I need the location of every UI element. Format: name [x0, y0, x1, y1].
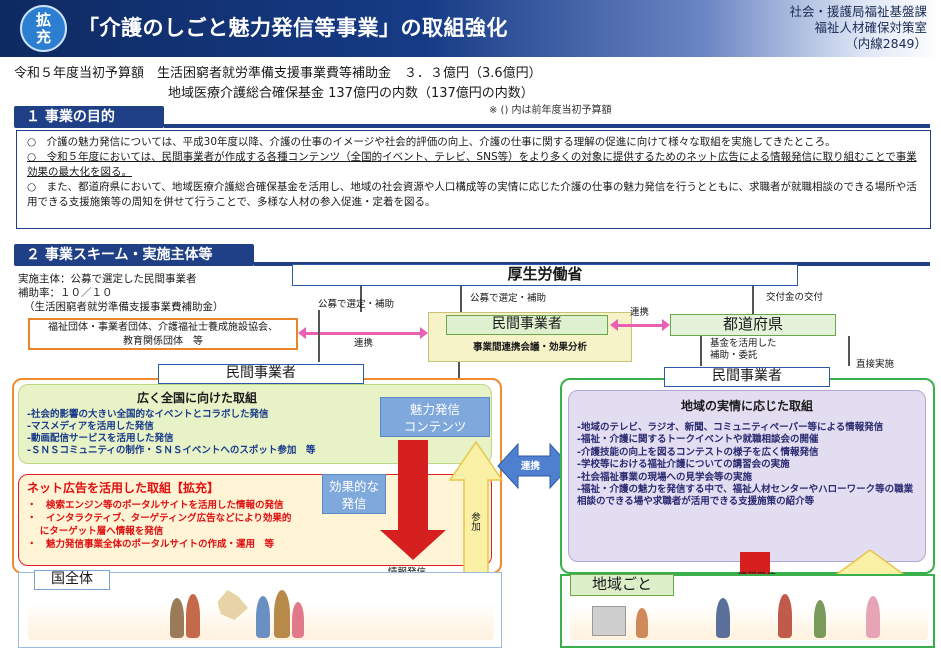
private-operator-left: 民間事業者: [158, 364, 364, 384]
header-banner: [0, 0, 941, 57]
prefecture-subsidy-label: 基金を活用した 補助・委託: [710, 338, 777, 361]
net-item: ・ インタラクティブ、ターゲティング広告などにより効果的: [27, 513, 292, 524]
arrow-head-right: [662, 319, 670, 331]
section-1-heading: １ 事業の目的: [14, 106, 164, 128]
nationwide-item: -動画配信サービスを活用した発信: [27, 433, 174, 444]
net-item: にターゲット層へ情報を発信: [27, 526, 164, 537]
attractive-content-label: 魅力発信 コンテンツ: [380, 397, 490, 437]
net-item: ・ 検索エンジン等のポータルサイトを活用した情報の発信: [27, 500, 284, 511]
department-info: 社会・援護局福祉基盤課 福祉人材確保対策室 （内線2849）: [789, 4, 927, 51]
label-collaboration-2: 連携: [630, 307, 650, 318]
organizations-box: 福祉団体・事業者団体、介護福祉士養成施設協会、 教育関係団体 等: [28, 318, 298, 350]
nationwide-item: -ＳＮＳコミュニティの制作・ＳＮＳイベントへのスポット参加 等: [27, 445, 316, 456]
connector-line: [752, 286, 754, 314]
nationwide-label: 国全体: [34, 570, 110, 590]
nationwide-item: -マスメディアを活用した発信: [27, 421, 154, 432]
info-dissemination-arrow-left: [380, 440, 446, 560]
budget-line-2: 地域医療介護総合確保基金 137億円の内数（137億円の内数）: [168, 86, 534, 101]
nationwide-title: 広く全国に向けた取組: [137, 391, 258, 405]
connector-line: [318, 310, 320, 362]
direct-implementation-label: 直接実施: [856, 359, 895, 370]
connector-line: [460, 286, 462, 312]
prefecture-box: 都道府県: [670, 314, 836, 336]
net-item: ・ 魅力発信事業全体のポータルサイトの作成・運用 等: [27, 539, 275, 550]
collaboration-arrow-2: [614, 324, 664, 327]
building-icon: [592, 606, 626, 636]
arrow-head-left: [610, 319, 618, 331]
private-operator-right: 民間事業者: [664, 367, 830, 387]
arrow-head-left: [298, 327, 306, 339]
person-icon: [636, 608, 648, 638]
nationwide-item: -社会的影響の大きい全国的なイベントとコラボした発信: [27, 409, 269, 420]
connector-line: [848, 336, 850, 366]
regional-item: -地域のテレビ、ラジオ、新聞、コミュニティペーパー等による情報発信: [577, 422, 884, 433]
purpose-paragraph-1: ○ 介護の魅力発信については、平成30年度以降、介護の仕事のイメージや社会的評価…: [27, 136, 836, 148]
person-icon: [274, 590, 290, 638]
council-label: 事業間連携会議・効果分析: [472, 342, 587, 353]
label-public-offer-1: 公募で選定・補助: [318, 299, 395, 310]
person-icon: [292, 602, 304, 638]
regional-item: -学校等における福祉介護についての講習会の実施: [577, 459, 790, 471]
section-2-heading: ２ 事業スキーム・実施主体等: [14, 244, 254, 266]
regional-title: 地域の実情に応じた取組: [680, 399, 813, 413]
label-grant: 交付金の交付: [766, 292, 824, 303]
arrow-head-right: [420, 327, 428, 339]
regional-item: -福祉・介護に関するトークイベントや就職相談会の開催: [577, 434, 819, 446]
collaboration-label-center: 連携: [521, 461, 541, 472]
person-icon: [716, 598, 730, 638]
purpose-paragraph-3: ○ また、都道府県において、地域医療介護総合確保基金を活用し、地域の社会資源や人…: [27, 181, 917, 208]
connector-line: [360, 286, 362, 312]
person-icon: [866, 596, 880, 638]
section-1-rule: [164, 124, 930, 128]
subsidy-name-text: （生活困窮者就労準備支援事業費補助金）: [24, 301, 224, 313]
purpose-box: ○ 介護の魅力発信については、平成30年度以降、介護の仕事のイメージや社会的評価…: [16, 130, 931, 229]
effective-dissemination-label: 効果的な 発信: [322, 474, 386, 514]
person-icon: [186, 594, 200, 638]
person-icon: [170, 598, 184, 638]
person-icon: [814, 600, 826, 638]
connector-line: [700, 336, 702, 366]
regional-label: 地域ごと: [570, 574, 674, 596]
regional-item: -介護技能の向上を図るコンテストの様子を広く情報発信: [577, 446, 819, 458]
expansion-badge: 拡 充: [20, 5, 67, 52]
budget-line-1: 令和５年度当初予算額 生活困窮者就労準備支援事業費等補助金 ３．３億円（3.6億…: [14, 66, 542, 81]
person-icon: [778, 594, 792, 638]
implementer-text: 実施主体：公募で選定した民間事業者: [18, 273, 197, 285]
person-icon: [256, 596, 270, 638]
collaboration-arrow: [302, 332, 422, 335]
subsidy-rate-text: 補助率：１０／１０: [18, 287, 113, 299]
regional-item: -社会福祉事業の現場への見学会等の実施: [577, 471, 752, 483]
net-advertising-title: ネット広告を活用した取組【拡充】: [27, 481, 220, 495]
purpose-paragraph-2: ○ 令和５年度においては、民間事業者が作成する各種コンテンツ（全国的イベント、テ…: [27, 151, 917, 178]
regional-initiatives: 地域の実情に応じた取組 -地域のテレビ、ラジオ、新聞、コミュニティペーパー等によ…: [568, 390, 926, 562]
connector-line: [458, 362, 460, 380]
label-collaboration-1: 連携: [354, 338, 374, 349]
participation-label-left: 参加: [469, 512, 480, 531]
private-operator-center: 民間事業者: [446, 315, 608, 335]
regional-item: -福祉・介護の魅力を発信する中で、福祉人材センターやハローワーク等の職業相談ので…: [577, 484, 914, 508]
budget-note: ※ () 内は前年度当初予算額: [489, 105, 612, 116]
label-public-offer-2: 公募で選定・補助: [470, 293, 547, 304]
page-title: 「介護のしごと魅力発信等事業」の取組強化: [78, 16, 508, 40]
mhlw-box: 厚生労働省: [292, 264, 798, 286]
